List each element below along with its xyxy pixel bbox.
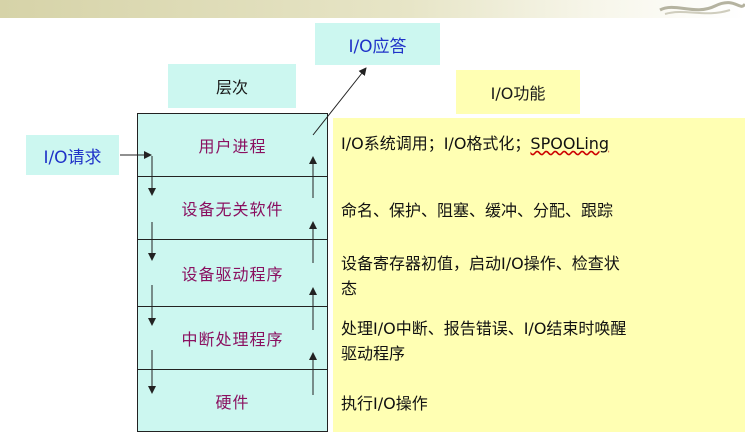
function-hardware: 执行I/O操作 (341, 391, 741, 416)
layers-header: 层次 (168, 64, 296, 108)
layer-device-driver: 设备驱动程序 (181, 265, 284, 284)
functions-panel (333, 118, 745, 432)
io-response-label: I/O应答 (315, 23, 440, 65)
corner-ornament (659, 1, 745, 15)
layer-divider (138, 176, 327, 177)
layer-interrupt-handler: 中断处理程序 (181, 330, 284, 349)
layer-divider (138, 306, 327, 307)
layer-stack: 用户进程 设备无关软件 设备驱动程序 中断处理程序 硬件 (137, 113, 328, 432)
function-text: I/O系统调用；I/O格式化； (341, 134, 531, 153)
function-text: 执行I/O操作 (341, 394, 428, 413)
io-request-label: I/O请求 (26, 135, 119, 175)
layer-divider (138, 369, 327, 370)
function-text: 命名、保护、阻塞、缓冲、分配、跟踪 (341, 201, 614, 220)
function-text-spooling: SPOOLing (530, 134, 610, 153)
layer-hardware: 硬件 (215, 393, 250, 412)
function-text: 设备寄存器初值，启动I/O操作、检查状 (341, 254, 620, 273)
function-interrupt-handler: 处理I/O中断、报告错误、I/O结束时唤醒 驱动程序 (341, 316, 741, 366)
response-arrow (312, 67, 367, 136)
function-user-process: I/O系统调用；I/O格式化；SPOOLing (341, 131, 741, 156)
function-text: 态 (341, 279, 358, 298)
layer-user-process: 用户进程 (198, 137, 267, 156)
functions-header: I/O功能 (456, 70, 580, 114)
layer-divider (138, 239, 327, 240)
function-device-independent: 命名、保护、阻塞、缓冲、分配、跟踪 (341, 198, 741, 223)
function-device-driver: 设备寄存器初值，启动I/O操作、检查状 态 (341, 251, 741, 301)
function-text: 驱动程序 (341, 344, 406, 363)
title-bar-decoration (0, 0, 745, 18)
layer-device-independent-software: 设备无关软件 (181, 200, 284, 219)
function-text: 处理I/O中断、报告错误、I/O结束时唤醒 (341, 319, 627, 338)
